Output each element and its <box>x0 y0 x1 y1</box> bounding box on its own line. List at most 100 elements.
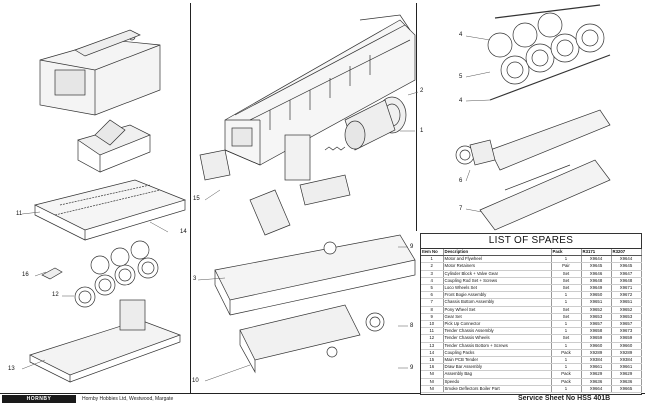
table-cell: 11 <box>421 327 444 336</box>
callout-4a: 4 <box>459 32 463 38</box>
callout-6: 6 <box>459 178 463 184</box>
table-cell: 1 <box>551 363 582 372</box>
spares-list-title: LIST OF SPARES <box>421 234 641 249</box>
tender-pcb-drawing <box>77 119 151 173</box>
callout-5: 5 <box>459 74 463 80</box>
table-cell: X9647 <box>611 270 642 278</box>
table-cell: 10 <box>421 320 444 329</box>
callout-16: 16 <box>22 272 29 278</box>
table-cell: Chassis Bottom Assembly <box>443 298 552 307</box>
motor-drawing <box>344 96 407 151</box>
footer-address: Hornby Hobbies Ltd, Westwood, Margate <box>82 396 174 402</box>
table-cell: X9664 <box>581 385 612 394</box>
table-cell: 1 <box>551 255 582 264</box>
table-cell: X9646 <box>581 270 612 278</box>
table-cell: X9653 <box>611 313 642 322</box>
table-cell: Pick Up Connector <box>443 320 552 329</box>
callout-1: 1 <box>420 128 424 134</box>
table-cell: X9651 <box>581 298 612 307</box>
table-cell: 8 <box>421 306 444 314</box>
coupling-rod-drawing <box>489 54 611 101</box>
table-cell: 7 <box>421 298 444 307</box>
col-item-no: Item No <box>421 249 444 257</box>
table-cell: 1 <box>421 255 444 264</box>
table-cell: X9650 <box>581 291 612 300</box>
loco-chassis-drawing <box>214 234 416 374</box>
callout-15: 15 <box>193 196 200 202</box>
hornby-logo: HORNBY <box>2 395 76 403</box>
table-cell: Pony Wheel Set <box>443 306 552 314</box>
table-cell: X9384 <box>611 356 642 365</box>
table-cell: NI <box>421 370 444 379</box>
table-cell: Tender Chassis Wheels <box>443 334 552 343</box>
col-r3207: R3207 <box>611 249 642 257</box>
table-cell: X9673 <box>611 327 642 336</box>
loco-pcb-drawing <box>284 134 311 181</box>
callout-9b: 9 <box>410 365 414 371</box>
callout-10: 10 <box>192 378 199 384</box>
table-cell: Draw Bar Assembly <box>443 363 552 372</box>
table-cell: 1 <box>551 342 582 350</box>
table-cell: 3 <box>421 270 444 278</box>
table-cell: X9636 <box>581 378 612 386</box>
spares-list-panel: LIST OF SPARES Item No Description Pack … <box>420 233 642 395</box>
table-cell: 1 <box>551 291 582 300</box>
callout-3: 3 <box>193 276 197 282</box>
spares-header-row: Item No Description Pack R3171 R3207 <box>421 249 642 257</box>
callout-9a: 9 <box>410 244 414 250</box>
table-cell: X9629 <box>611 370 642 379</box>
table-cell: Set <box>551 306 582 314</box>
table-cell: Set <box>551 313 582 322</box>
table-cell: X9660 <box>611 342 642 350</box>
table-cell: X9636 <box>611 378 642 386</box>
table-cell: X9648 <box>581 277 612 286</box>
table-cell: 1 <box>551 327 582 336</box>
drawbar-drawing <box>41 267 63 280</box>
table-cell: X9660 <box>581 342 612 350</box>
table-cell: Tender Chassis Bottom + Screws <box>443 342 552 350</box>
service-sheet-number: Service Sheet No HSS 401B <box>518 395 611 402</box>
table-cell: X9651 <box>611 298 642 307</box>
table-cell: Pack <box>551 349 582 358</box>
table-cell: X9648 <box>611 277 642 286</box>
table-cell: NI <box>421 378 444 386</box>
col-r3171: R3171 <box>581 249 612 257</box>
table-cell: X9652 <box>581 306 612 314</box>
front-bogie-drawing <box>455 139 496 166</box>
table-cell: 6 <box>421 291 444 300</box>
table-cell: X9658 <box>581 327 612 336</box>
table-cell: 9 <box>421 313 444 322</box>
table-cell: X9653 <box>581 313 612 322</box>
table-cell: X9659 <box>611 334 642 343</box>
callout-14: 14 <box>180 229 187 235</box>
table-cell: X9661 <box>611 363 642 372</box>
bottom-rule <box>0 393 645 394</box>
table-cell: Motor Retainers <box>443 262 552 271</box>
callout-8: 8 <box>410 323 414 329</box>
table-cell: 16 <box>421 363 444 372</box>
table-cell: Smoke Deflectors Boiler Part <box>443 385 552 394</box>
table-cell: 4 <box>421 277 444 286</box>
col-pack: Pack <box>551 249 582 257</box>
table-cell: X9645 <box>611 262 642 271</box>
table-cell: X9659 <box>581 334 612 343</box>
table-cell: 14 <box>421 349 444 358</box>
table-cell: Cylinder Block + Valve Gear <box>443 270 552 278</box>
table-cell: Speedo <box>443 378 552 386</box>
table-cell: 5 <box>421 284 444 293</box>
table-cell: Assembly Bag <box>443 370 552 379</box>
table-cell: X9657 <box>581 320 612 329</box>
table-cell: X9665 <box>611 385 642 394</box>
table-cell: Pair <box>551 262 582 271</box>
